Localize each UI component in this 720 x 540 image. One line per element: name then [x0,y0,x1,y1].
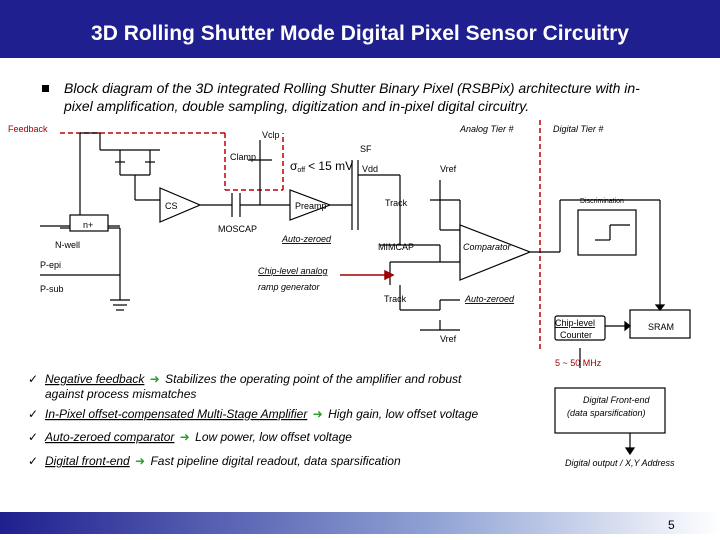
sram-box [629,309,691,339]
check-icon-4: ✓ [28,454,38,468]
photodiode [40,214,130,311]
check-icon-2: ✓ [28,407,38,421]
psub-label: P-sub [40,284,64,294]
page-number: 5 [668,518,675,532]
preamp-buffer [289,189,332,221]
digital-output-label: Digital output / X,Y Address [565,458,675,468]
check-icon-1: ✓ [28,372,38,386]
nplus-label: n+ [83,220,93,230]
title-bar [0,0,720,58]
bullet-2: In-Pixel offset-compensated Multi-Stage … [45,407,479,421]
preamp-label: Preamp [295,201,327,211]
ramp-line1-label: Chip-level analog [258,266,328,276]
arrow-right-icon-3: ➜ [180,430,190,444]
bullet-4: Digital front-end ➜ Fast pipeline digita… [45,454,401,468]
sram-label: SRAM [648,322,674,332]
arrow-right-icon-4: ➜ [135,454,145,468]
frontend-line1-label: Digital Front-end [583,395,651,405]
cs-buffer [159,187,202,223]
feedback-loop [40,132,160,227]
comparator-label: Comparator [463,242,512,252]
counter-box [554,315,606,341]
counter-line2-label: Counter [560,330,592,340]
sigma-label: σoff< 15 mV [290,159,353,174]
vclp-label: Vclp [262,130,280,140]
frontend-box [554,387,666,434]
bullet-list: ✓ Negative feedback ➜ Stabilizes the ope… [28,372,479,468]
clock-label: 5 ~ 50 MHz [555,358,602,368]
check-icon-3: ✓ [28,430,38,444]
vdd-label: Vdd [362,164,378,174]
digital-tier-label: Digital Tier # [553,124,604,134]
slide-title: 3D Rolling Shutter Mode Digital Pixel Se… [91,22,629,45]
feedback-label: Feedback [8,124,48,134]
ramp-generator-arrow [340,269,395,281]
counter-line1-label: Chip-level [555,318,595,328]
auto-zeroed-1-label: Auto-zeroed [281,234,332,244]
bullet-3: Auto-zeroed comparator ➜ Low power, low … [44,430,352,444]
vref-bottom-label: Vref [440,334,457,344]
mimcap-label: MIMCAP [378,242,414,252]
sf-label: SF [360,144,372,154]
vref-top-label: Vref [440,164,457,174]
footer-bar [0,512,720,534]
auto-zeroed-2-label: Auto-zeroed [464,294,515,304]
track-bottom-label: Track [384,294,407,304]
comparator-buffer [459,224,532,281]
intro-text: Block diagram of the 3D integrated Rolli… [64,80,640,114]
pepi-label: P-epi [40,260,61,270]
bullet-1-line2: against process mismatches [45,387,196,401]
arrow-right-icon-2: ➜ [313,407,323,421]
nwell-label: N-well [55,240,80,250]
moscap-label: MOSCAP [218,224,257,234]
analog-tier-label: Analog Tier # [459,124,514,134]
ramp-line2-label: ramp generator [258,282,321,292]
frontend-line2-label: (data sparsification) [567,408,646,418]
bullet-1: Negative feedback ➜ Stabilizes the opera… [45,372,462,386]
discrimination-label: Discrimination [580,198,624,205]
clamp-label: Clamp [230,152,256,162]
arrow-right-icon-1: ➜ [150,372,160,386]
cs-label: CS [165,201,178,211]
bullet-square-icon [42,85,49,92]
track-top-label: Track [385,198,408,208]
